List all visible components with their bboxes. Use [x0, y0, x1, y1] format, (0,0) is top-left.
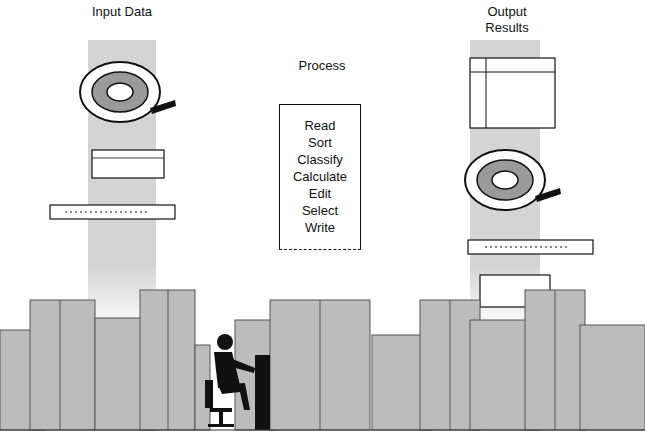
console: [270, 300, 370, 430]
process-box: Read Sort Classify Calculate Edit Select…: [279, 104, 361, 250]
paper-tape: [50, 205, 175, 219]
tape-reel: [80, 62, 176, 122]
tape-reel: [465, 150, 561, 210]
process-steps: Read Sort Classify Calculate Edit Select…: [293, 117, 347, 236]
band-label: Output Results: [472, 4, 542, 36]
punched-card: [92, 150, 164, 178]
band-label: Process: [282, 58, 362, 74]
printed-report: [470, 58, 555, 128]
floor-line: [0, 429, 645, 430]
operator-figure: [205, 334, 270, 430]
computer-equipment: [0, 290, 275, 430]
band-label: Input Data: [92, 4, 152, 20]
paper-tape: [468, 240, 593, 254]
computer-equipment: [372, 290, 645, 430]
